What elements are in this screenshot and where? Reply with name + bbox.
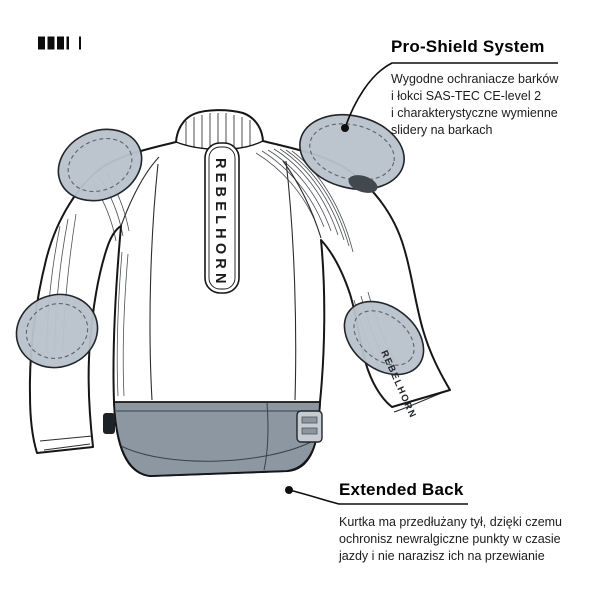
extended-back-connector-line	[288, 489, 468, 505]
shoulder-pad-right	[299, 113, 405, 193]
extended-back-description: Kurtka ma przedłużany tył, dzięki czemu …	[339, 515, 563, 563]
jacket-body: REBELHORN REBELHORN	[15, 109, 451, 477]
extended-back-anchor-dot	[285, 486, 293, 494]
pro-shield-description: Wygodne ochraniacze barków i łokci SAS-T…	[391, 72, 559, 137]
brand-bar	[57, 36, 64, 50]
rebelhorn-bars-mark-icon	[38, 36, 81, 50]
extended-back-title: Extended Back	[339, 480, 464, 499]
brand-bar	[47, 36, 55, 50]
elbow-pad-left	[15, 293, 99, 369]
seam-lines	[39, 156, 445, 451]
pro-shield-title: Pro-Shield System	[391, 37, 545, 56]
extended-back-hem	[103, 401, 323, 477]
pro-shield-anchor-dot	[341, 124, 349, 132]
callout-connectors	[288, 62, 558, 505]
brand-bar-separated	[79, 36, 81, 50]
shoulder-pad-left	[57, 128, 143, 202]
back-brand-text: REBELHORN	[212, 158, 228, 288]
back-brand-strip: REBELHORN	[204, 142, 240, 294]
brand-bar	[38, 36, 45, 50]
elbow-pad-right	[343, 300, 425, 376]
shoulder-slider	[348, 175, 378, 193]
pro-shield-connector-line	[344, 62, 558, 129]
hem-tab	[103, 413, 115, 434]
brand-bar-thin	[66, 36, 69, 50]
waist-buckle	[296, 410, 323, 443]
